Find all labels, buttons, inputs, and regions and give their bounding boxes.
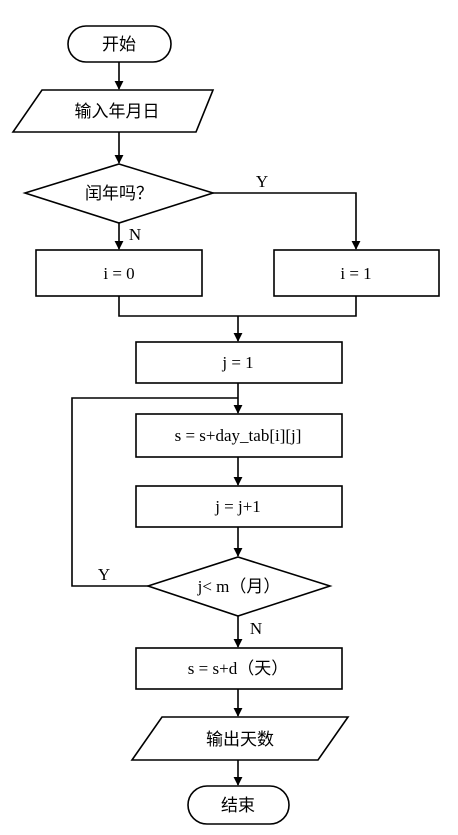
arrow-decision-yes: [213, 192, 361, 250]
add-day-label: s = s+d（天）: [188, 659, 288, 678]
add-day-box: [135, 647, 343, 690]
start-label: 开始: [102, 35, 136, 55]
accumulate-label: s = s+day_tab[i][j]: [175, 426, 302, 445]
output-parallelogram: [130, 716, 350, 761]
loop-yes-label: Y: [98, 565, 110, 584]
loop-decision-label: j< m（月）: [197, 577, 281, 596]
set-i0-box: [35, 249, 203, 297]
init-j-label: j = 1: [221, 353, 253, 372]
set-i0-label: i = 0: [103, 264, 134, 283]
leap-no-label: N: [129, 225, 141, 244]
loop-back-line: [71, 397, 238, 587]
input-parallelogram: [11, 89, 215, 133]
end-label: 结束: [221, 796, 255, 816]
set-i1-box: [273, 249, 440, 297]
output-label: 输出天数: [206, 730, 274, 750]
increment-j-box: [135, 485, 343, 528]
leap-yes-label: Y: [256, 172, 268, 191]
input-label: 输入年月日: [75, 102, 160, 122]
leap-year-decision: [22, 163, 216, 224]
accumulate-box: [135, 413, 343, 458]
merge-line-left: [118, 296, 357, 317]
end-terminal: [187, 785, 290, 825]
increment-j-label: j = j+1: [214, 497, 261, 516]
leap-year-label: 闰年吗？: [85, 184, 153, 204]
start-terminal: [67, 25, 172, 63]
init-j-box: [135, 341, 343, 384]
loop-decision: [145, 556, 333, 617]
loop-no-label: N: [250, 619, 262, 638]
set-i1-label: i = 1: [340, 264, 371, 283]
